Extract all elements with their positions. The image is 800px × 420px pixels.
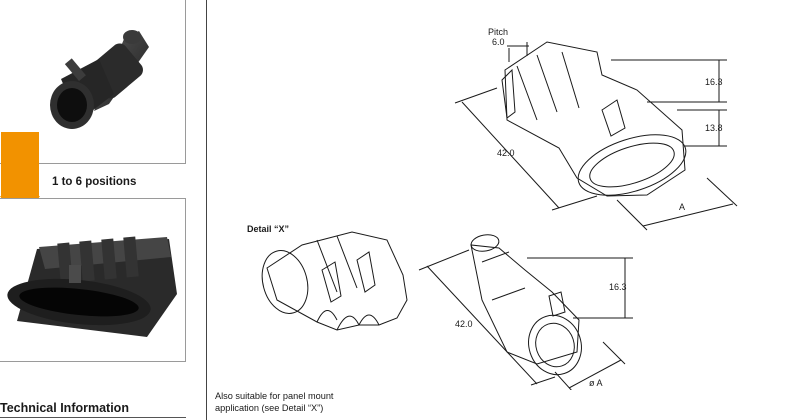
single-length-dimension <box>418 249 556 386</box>
single-height-dimension <box>527 257 633 319</box>
heading-underline <box>0 417 186 418</box>
length-dimension <box>454 87 598 211</box>
diameter-dimension <box>554 341 626 390</box>
offset-value: 13.8 <box>705 123 723 133</box>
panel-mount-note: Also suitable for panel mount applicatio… <box>215 391 415 414</box>
single-connector-drawing <box>470 234 582 376</box>
multi-connector-photo <box>7 236 177 337</box>
diameter-value: ø A <box>589 378 603 388</box>
technical-information-heading: Technical Information <box>0 401 129 415</box>
column-divider <box>206 0 207 420</box>
note-line-1: Also suitable for panel mount <box>215 391 334 401</box>
height-dimension-top <box>611 59 727 103</box>
note-line-2: application (see Detail “X”) <box>215 402 324 413</box>
technical-drawings: Pitch 6.0 16.3 13.8 42.0 A Detail “X” <box>247 27 738 390</box>
pitch-dimension <box>507 42 529 62</box>
multi-connector-drawing <box>501 41 687 197</box>
single-connector-photo <box>50 30 149 129</box>
multi-connector-photo-frame <box>0 198 186 362</box>
pitch-label: Pitch <box>488 27 508 37</box>
height-top-value: 16.3 <box>705 77 723 87</box>
pitch-value: 6.0 <box>492 37 505 47</box>
single-height-value: 16.3 <box>609 282 627 292</box>
single-length-value: 42.0 <box>455 319 473 329</box>
width-dimension <box>616 177 738 231</box>
length-value: 42.0 <box>497 148 515 158</box>
offset-dimension <box>677 109 727 147</box>
width-value: A <box>679 202 685 212</box>
positions-label: 1 to 6 positions <box>52 176 137 188</box>
detail-x-drawing <box>261 231 408 331</box>
detail-x-label: Detail “X” <box>247 224 289 234</box>
